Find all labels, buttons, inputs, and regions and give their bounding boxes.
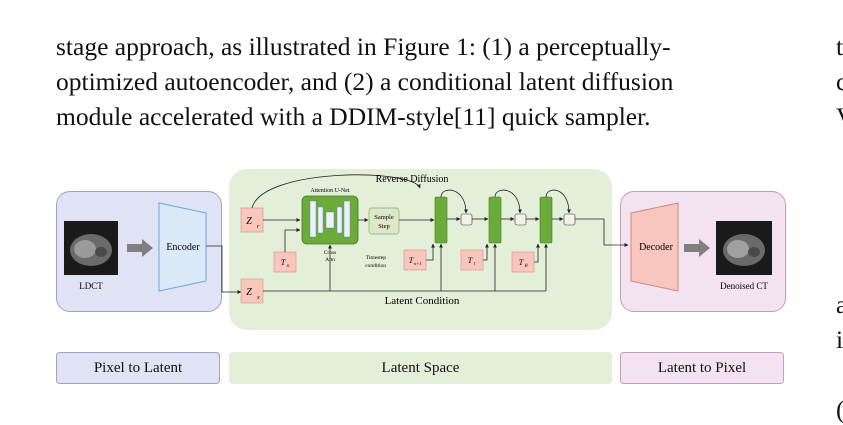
z-r-box <box>240 207 264 233</box>
arrow-icon <box>684 239 710 257</box>
ldct-label: LDCT <box>79 281 103 291</box>
attention-unet-label: Attention U-Net <box>310 188 349 194</box>
z-x-subscript: x <box>256 295 260 301</box>
decoder-block <box>630 202 679 292</box>
z-r-subscript: r <box>257 224 260 230</box>
timestep-condition-label-1: Timestep <box>366 255 387 261</box>
z-x-label: Z <box>246 287 252 298</box>
z-x-box <box>240 278 264 304</box>
merge-node <box>563 213 576 226</box>
merge-node <box>514 213 527 226</box>
pixel-to-latent-label: Pixel to Latent <box>56 352 220 384</box>
pipeline-diagram: LDCT Encoder Z r Z x Reverse Diffusion T… <box>64 174 772 307</box>
sample-step-box <box>368 207 400 235</box>
reverse-diffusion-label: Reverse Diffusion <box>376 174 449 185</box>
denoise-block <box>434 196 448 244</box>
right-column-fragment: t <box>836 32 843 61</box>
right-column-fragment: i <box>836 325 843 354</box>
right-column-fragment: a <box>836 290 843 319</box>
tau-n-plus-1-box <box>403 249 427 271</box>
latent-condition-label: Latent Condition <box>385 295 460 307</box>
merge-node <box>460 213 473 226</box>
tau-n-plus-1-subscript: n+1 <box>414 261 422 266</box>
paragraph-line-3: module accelerated with a DDIM-style[11]… <box>56 102 651 131</box>
tau-t-label: T <box>468 256 473 265</box>
sample-step-label-1: Sample <box>374 214 394 221</box>
tau-n-plus-1-label: T <box>409 256 414 265</box>
right-column-fragment: V <box>836 102 843 132</box>
denoise-block <box>488 196 502 244</box>
encoder-label: Encoder <box>166 242 200 253</box>
tau-t-subscript: t <box>474 262 476 267</box>
z-r-label: Z <box>246 216 252 227</box>
latent-space-label: Latent Space <box>229 352 612 384</box>
tau-theta-label: T <box>519 258 524 267</box>
attention-unet-block <box>301 195 359 245</box>
denoise-block <box>539 196 553 244</box>
paragraph-line-1: stage approach, as illustrated in Figure… <box>56 32 671 61</box>
tau-theta-subscript: θ <box>525 264 528 269</box>
denoised-ct-image <box>716 221 772 275</box>
tau-n-subscript: n <box>287 264 290 269</box>
latent-space-panel <box>229 169 612 330</box>
arrow-icon <box>127 239 153 257</box>
sample-step-label-2: Step <box>378 223 390 230</box>
decoder-label: Decoder <box>639 242 674 253</box>
paragraph-line-2: optimized autoencoder, and (2) a conditi… <box>56 67 674 96</box>
tau-n-label: T <box>281 258 286 267</box>
denoised-ct-label: Denoised CT <box>720 281 768 291</box>
right-column-fragment: c <box>836 67 843 96</box>
latent-to-pixel-label: Latent to Pixel <box>620 352 784 384</box>
ldct-image <box>64 221 118 275</box>
timestep-condition-label-2: condition <box>365 263 386 269</box>
encoder-block <box>158 202 207 292</box>
right-column-fragment: ( <box>836 395 843 425</box>
